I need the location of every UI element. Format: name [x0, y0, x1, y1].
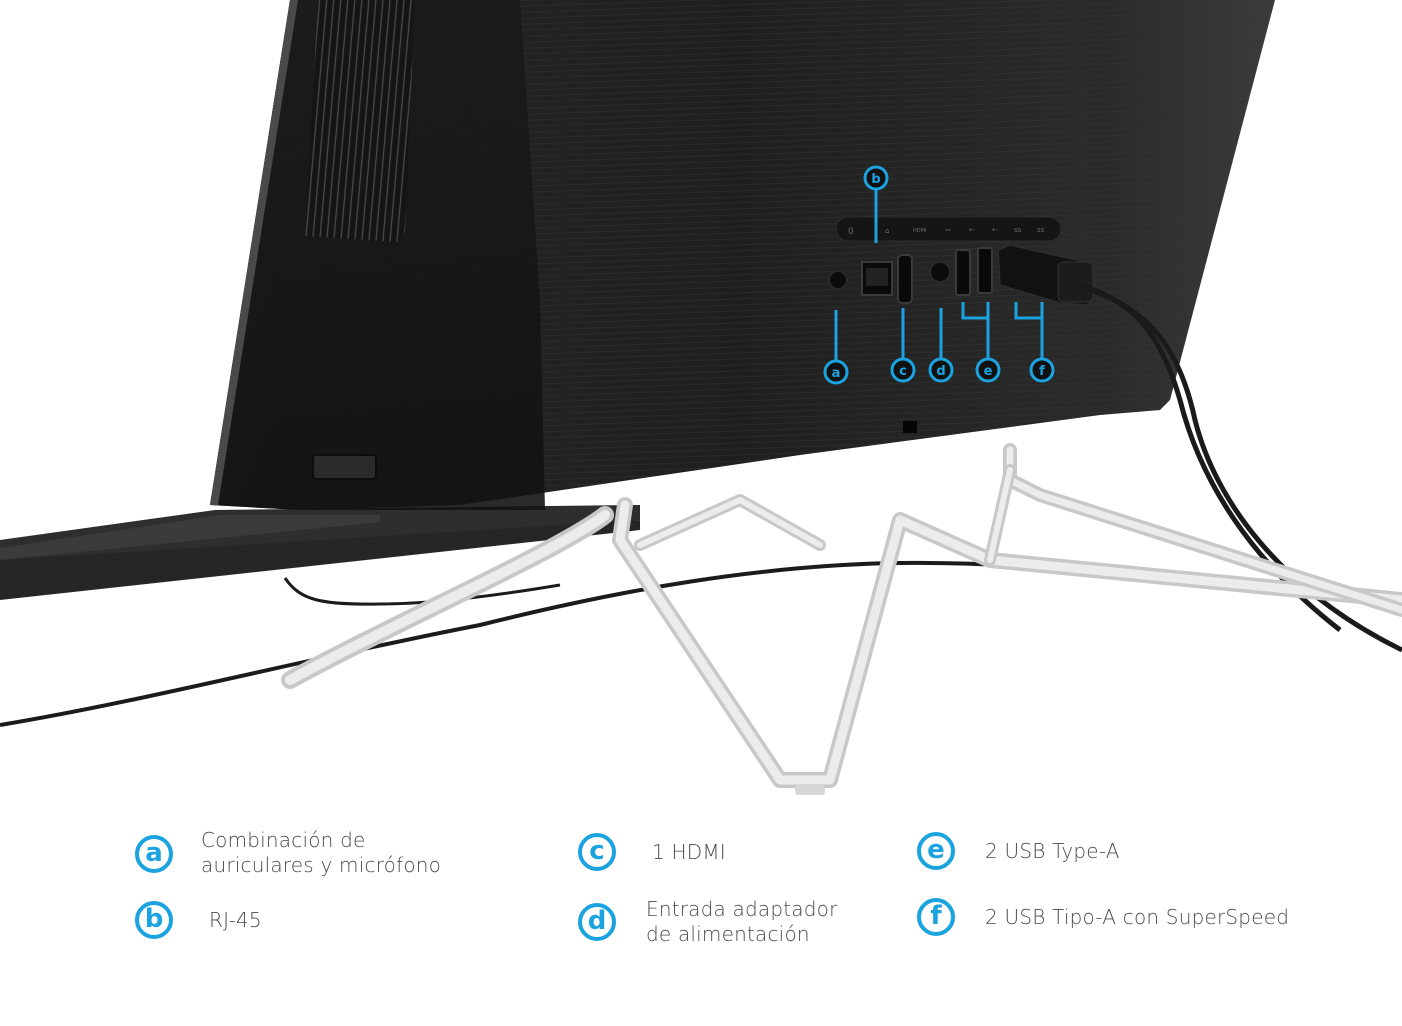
legend-badge-f: f — [917, 898, 955, 936]
svg-text:⇠: ⇠ — [969, 226, 975, 234]
callout-badge-b: b — [863, 165, 889, 191]
legend-line: 2 USB Type-A — [985, 838, 1120, 863]
legend-text-e: 2 USB Type-A — [985, 839, 1120, 864]
product-illustration: 0 ⌂ HDMI ⎓ ⇠ ⇠ ss ss — [0, 0, 1402, 795]
power-button — [312, 454, 377, 480]
legend-line: auriculares y micrófono — [201, 853, 442, 877]
legend-badge-c: c — [578, 833, 616, 871]
svg-text:⇠: ⇠ — [992, 226, 998, 234]
legend-line: 1 HDMI — [652, 839, 726, 864]
svg-text:e: e — [984, 364, 993, 379]
callout-badge-e: e — [975, 357, 1001, 383]
svg-text:b: b — [871, 172, 880, 187]
legend-badge-b: b — [135, 901, 173, 939]
usb-a-port-2 — [977, 247, 993, 294]
legend-item-f: f 2 USB Tipo-A con SuperSpeed — [917, 898, 1289, 936]
legend-text-f: 2 USB Tipo-A con SuperSpeed — [985, 905, 1289, 930]
svg-text:⎓: ⎓ — [945, 226, 951, 234]
callout-badge-f: f — [1029, 357, 1055, 383]
legend-item-e: e 2 USB Type-A — [917, 832, 1120, 870]
callout-badge-a: a — [823, 359, 849, 385]
security-slot-icon — [903, 421, 917, 433]
legend-line: de alimentación — [646, 922, 810, 946]
stand — [281, 443, 1402, 795]
port-legend: a Combinación de auriculares y micrófono… — [0, 800, 1402, 1026]
keyboard — [0, 505, 640, 606]
ports — [828, 244, 1094, 306]
legend-item-a: a Combinación de auriculares y micrófono — [135, 828, 441, 878]
svg-text:d: d — [936, 364, 945, 379]
dc-in-port — [929, 261, 951, 283]
legend-text-c: 1 HDMI — [652, 840, 726, 865]
legend-badge-d: d — [578, 903, 616, 941]
legend-badge-a: a — [135, 835, 173, 873]
svg-text:HDMI: HDMI — [913, 228, 926, 234]
legend-line: Combinación de — [201, 828, 366, 852]
legend-text-b: RJ-45 — [209, 908, 262, 933]
legend-text-d: Entrada adaptador de alimentación — [646, 897, 838, 947]
legend-item-c: c 1 HDMI — [578, 833, 726, 871]
port-label-strip: 0 ⌂ HDMI ⎓ ⇠ ⇠ ss ss — [835, 216, 1062, 242]
svg-text:0: 0 — [848, 227, 854, 237]
svg-text:c: c — [899, 364, 907, 379]
audio-jack-port — [828, 270, 848, 290]
svg-text:⌂: ⌂ — [885, 227, 889, 235]
hdmi-port — [897, 254, 913, 304]
vent-grille — [305, 0, 415, 242]
svg-text:a: a — [832, 366, 841, 381]
legend-text-a: Combinación de auriculares y micrófono — [201, 828, 441, 878]
legend-line: RJ-45 — [209, 907, 262, 932]
callout-badge-d: d — [928, 357, 954, 383]
legend-line: 2 USB Tipo-A con SuperSpeed — [985, 904, 1290, 929]
legend-item-d: d Entrada adaptador de alimentación — [578, 897, 838, 947]
callout-badge-c: c — [890, 357, 916, 383]
legend-line: Entrada adaptador — [646, 897, 838, 921]
legend-badge-e: e — [917, 832, 955, 870]
svg-text:ss: ss — [1037, 226, 1045, 234]
callout-lines — [834, 190, 1044, 360]
usb-a-port-1 — [955, 249, 971, 296]
legend-item-b: b RJ-45 — [135, 901, 262, 939]
svg-text:f: f — [1039, 364, 1045, 379]
cable — [0, 560, 1161, 727]
svg-text:ss: ss — [1014, 226, 1022, 234]
monitor-body — [210, 0, 1275, 510]
